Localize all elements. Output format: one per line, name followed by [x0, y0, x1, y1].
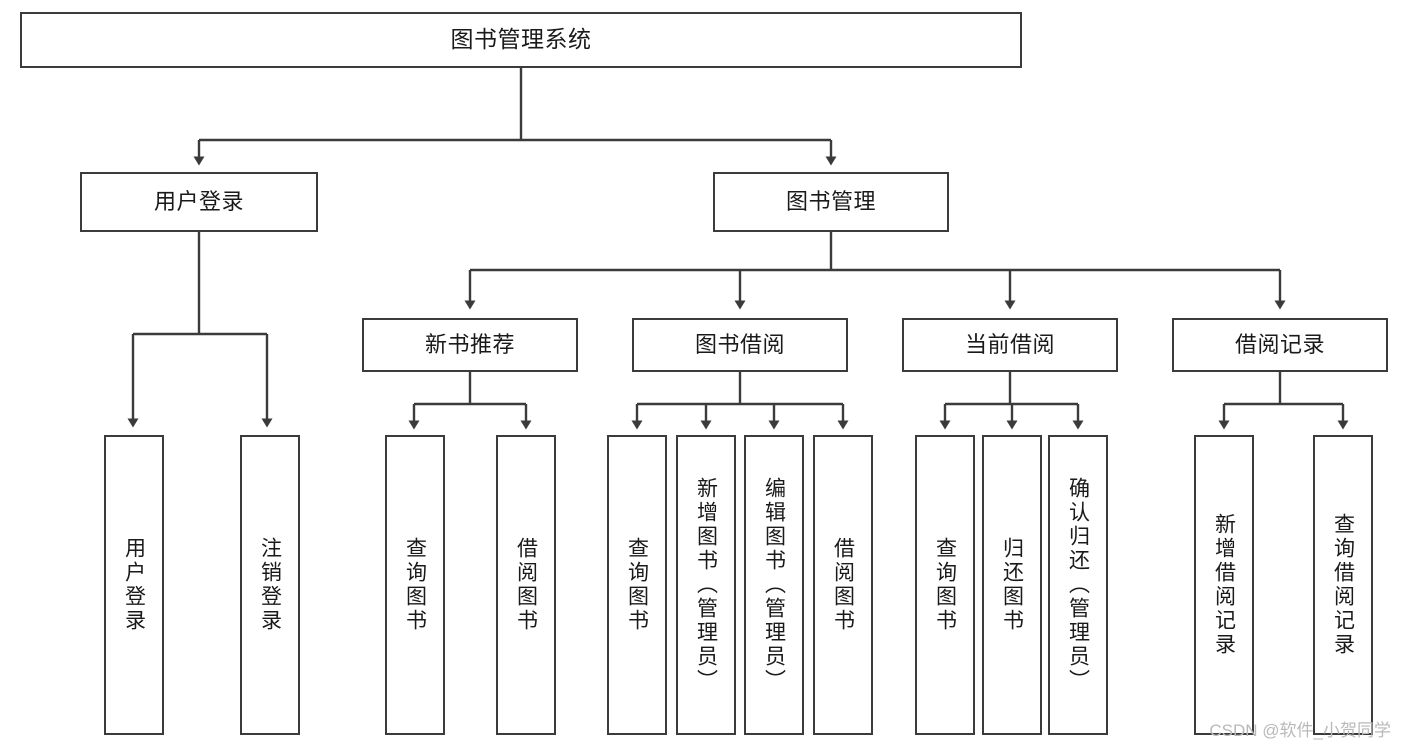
leaf-return-book[interactable]: 归还图书 — [982, 435, 1042, 735]
leaf-add-record-label: 新增借阅记录 — [1212, 513, 1236, 657]
leaf-borrow-book-1-label: 借阅图书 — [514, 537, 538, 633]
leaf-query-book-1[interactable]: 查询图书 — [385, 435, 445, 735]
leaf-query-book-1-label: 查询图书 — [403, 537, 427, 633]
node-book-borrow[interactable]: 图书借阅 — [632, 318, 848, 372]
leaf-edit-book[interactable]: 编辑图书（管理员） — [744, 435, 804, 735]
leaf-logout-login[interactable]: 注销登录 — [240, 435, 300, 735]
leaf-query-book-2[interactable]: 查询图书 — [607, 435, 667, 735]
leaf-query-book-2-label: 查询图书 — [625, 537, 649, 633]
node-current-borrow-label: 当前借阅 — [964, 332, 1055, 358]
leaf-borrow-book-2-label: 借阅图书 — [831, 537, 855, 633]
leaf-logout-login-label: 注销登录 — [258, 537, 282, 633]
leaf-user-login[interactable]: 用户登录 — [104, 435, 164, 735]
node-root-system-label: 图书管理系统 — [450, 26, 592, 53]
node-book-borrow-label: 图书借阅 — [694, 332, 785, 358]
watermark-text: CSDN @软件_小贺同学 — [1209, 721, 1391, 740]
node-new-book-recommend[interactable]: 新书推荐 — [362, 318, 578, 372]
node-new-book-recommend-label: 新书推荐 — [424, 332, 515, 358]
node-user-login-label: 用户登录 — [153, 189, 244, 215]
node-book-management[interactable]: 图书管理 — [713, 172, 949, 232]
node-user-login[interactable]: 用户登录 — [80, 172, 318, 232]
leaf-query-book-3-label: 查询图书 — [933, 537, 957, 633]
leaf-return-book-label: 归还图书 — [1000, 537, 1024, 633]
node-current-borrow[interactable]: 当前借阅 — [902, 318, 1118, 372]
leaf-borrow-book-2[interactable]: 借阅图书 — [813, 435, 873, 735]
node-root-system[interactable]: 图书管理系统 — [20, 12, 1022, 68]
node-borrow-record[interactable]: 借阅记录 — [1172, 318, 1388, 372]
leaf-query-book-3[interactable]: 查询图书 — [915, 435, 975, 735]
leaf-edit-book-label: 编辑图书（管理员） — [762, 477, 786, 693]
leaf-add-record[interactable]: 新增借阅记录 — [1194, 435, 1254, 735]
leaf-confirm-return-label: 确认归还（管理员） — [1066, 477, 1090, 693]
leaf-add-book[interactable]: 新增图书（管理员） — [676, 435, 736, 735]
node-book-management-label: 图书管理 — [785, 189, 876, 215]
node-borrow-record-label: 借阅记录 — [1234, 332, 1325, 358]
leaf-query-record-label: 查询借阅记录 — [1331, 513, 1355, 657]
leaf-add-book-label: 新增图书（管理员） — [694, 477, 718, 693]
leaf-user-login-label: 用户登录 — [122, 537, 146, 633]
leaf-confirm-return[interactable]: 确认归还（管理员） — [1048, 435, 1108, 735]
leaf-borrow-book-1[interactable]: 借阅图书 — [496, 435, 556, 735]
leaf-query-record[interactable]: 查询借阅记录 — [1313, 435, 1373, 735]
